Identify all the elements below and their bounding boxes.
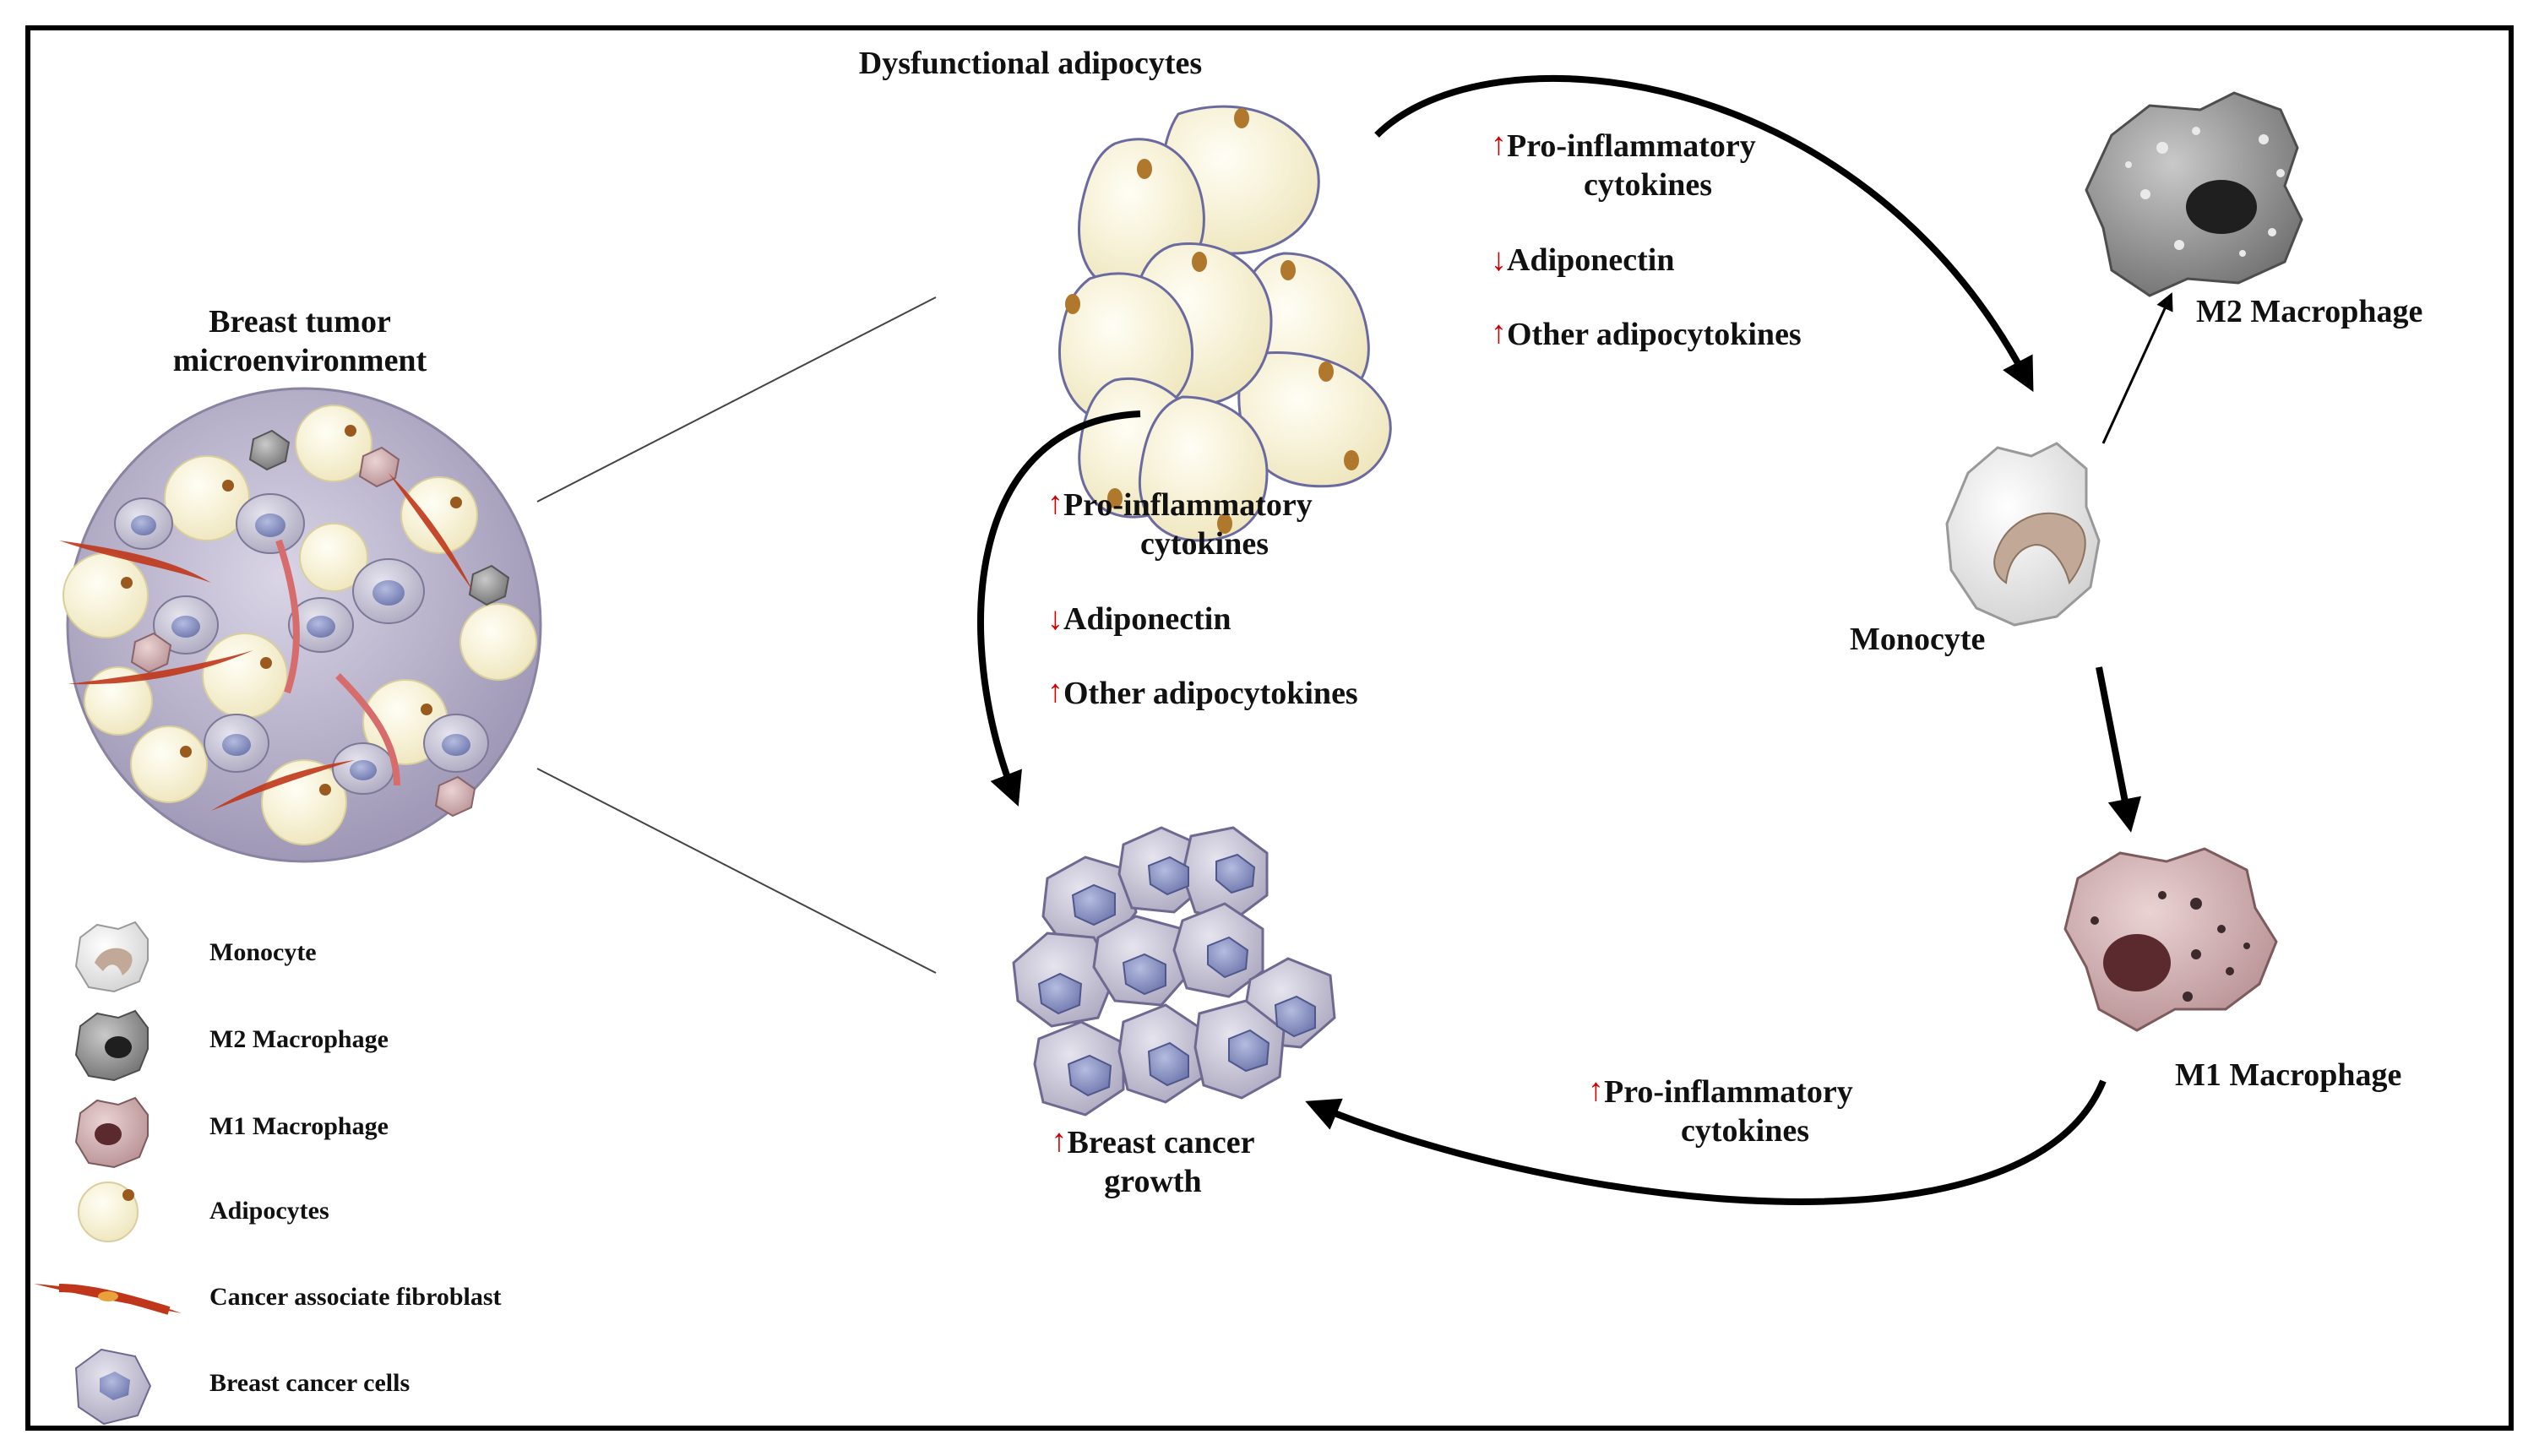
left-cytokines: cytokines <box>1140 526 1269 562</box>
m2-macrophage-label: M2 Macrophage <box>2196 294 2423 329</box>
legend-cancer-cell-icon <box>74 1348 152 1426</box>
top-effects: ↑Pro-inflammatory cytokines ↓Adiponectin… <box>1491 127 1802 354</box>
arrow-monocyte-to-m2 <box>2101 292 2173 444</box>
arrow-m1-to-cancer <box>1305 1079 2107 1205</box>
arrow-adipocytes-to-monocyte <box>1374 74 2034 393</box>
legend-label-m1-macrophage: M1 Macrophage <box>209 1112 389 1140</box>
bottom-pro-inflammatory: ↑Pro-inflammatory <box>1588 1073 1853 1110</box>
legend-m2-icon <box>74 1009 149 1082</box>
legend-label-m2-macrophage: M2 Macrophage <box>209 1025 389 1053</box>
arrow-adipocytes-to-cancer <box>977 410 1141 807</box>
decrease-arrow-icon: ↓ <box>1047 600 1063 637</box>
increase-arrow-icon: ↑ <box>1047 486 1063 521</box>
top-cytokines: cytokines <box>1584 167 1712 204</box>
left-effects: ↑Pro-inflammatory cytokines ↓Adiponectin… <box>1047 486 1358 713</box>
m1-macrophage-label: M1 Macrophage <box>2175 1057 2402 1093</box>
left-adiponectin: ↓Adiponectin <box>1047 600 1358 638</box>
decrease-arrow-icon: ↓ <box>1491 242 1507 278</box>
increase-arrow-icon: ↑ <box>1491 127 1507 162</box>
increase-arrow-icon: ↑ <box>1047 674 1063 710</box>
cancer-cell-cluster-illustration <box>1012 826 1336 1116</box>
legend-adipocyte-icon <box>78 1182 139 1242</box>
m1-macrophage-illustration <box>2063 847 2278 1032</box>
legend-monocyte-icon <box>74 921 149 993</box>
breast-tumor-title-line1: Breast tumor <box>209 304 391 340</box>
figure-frame <box>25 25 2514 1431</box>
adipocyte-cluster-nuclei <box>1065 108 1359 534</box>
top-adiponectin: ↓Adiponectin <box>1491 241 1802 280</box>
arrow-monocyte-to-m1 <box>2096 666 2142 833</box>
breast-tumor-title-line2: microenvironment <box>172 343 427 379</box>
breast-tumor-illustration <box>59 387 542 863</box>
dysfunctional-adipocytes-label: Dysfunctional adipocytes <box>858 46 1203 81</box>
bottom-effects: ↑Pro-inflammatory cytokines <box>1588 1073 1853 1151</box>
increase-arrow-icon: ↑ <box>1491 315 1507 351</box>
breast-tumor-title: Breast tumor microenvironment <box>127 302 473 381</box>
adipocyte-cluster-illustration <box>1057 105 1392 542</box>
zoom-line-bottom <box>536 768 937 974</box>
legend-fibroblast-icon <box>34 1284 182 1315</box>
legend-label-fibroblast: Cancer associate fibroblast <box>209 1283 502 1311</box>
legend-m1-icon <box>74 1096 149 1169</box>
zoom-line-top <box>536 296 937 503</box>
m2-macrophage-illustration <box>2085 91 2303 297</box>
monocyte-illustration <box>1945 442 2101 627</box>
left-other-adipocytokines: ↑Other adipocytokines <box>1047 674 1358 712</box>
breast-cancer-growth-line1: ↑Breast cancer <box>1051 1123 1255 1160</box>
bottom-cytokines: cytokines <box>1681 1113 1809 1149</box>
increase-arrow-icon: ↑ <box>1588 1073 1604 1108</box>
breast-cancer-growth-line2: growth <box>1104 1164 1202 1200</box>
monocyte-label: Monocyte <box>1850 622 1986 657</box>
breast-cancer-growth-label: ↑Breast cancer growth <box>988 1123 1318 1202</box>
legend-label-monocyte: Monocyte <box>209 938 317 966</box>
increase-arrow-icon: ↑ <box>1051 1123 1068 1159</box>
legend-label-adipocytes: Adipocytes <box>209 1197 329 1225</box>
left-pro-inflammatory: ↑Pro-inflammatory <box>1047 486 1313 523</box>
legend-label-breast-cancer-cells: Breast cancer cells <box>209 1369 410 1397</box>
top-other-adipocytokines: ↑Other adipocytokines <box>1491 315 1802 353</box>
top-pro-inflammatory: ↑Pro-inflammatory <box>1491 127 1756 164</box>
